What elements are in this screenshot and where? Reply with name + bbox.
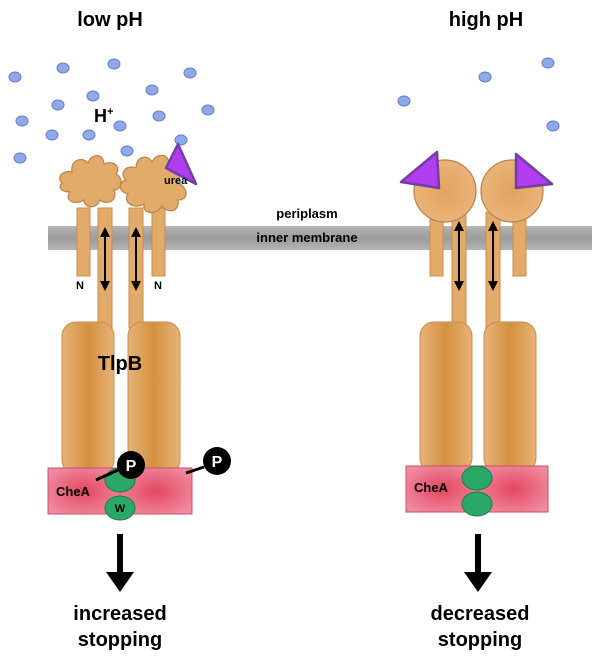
proton-cluster bbox=[8, 58, 215, 164]
output-arrow-head bbox=[106, 572, 134, 592]
membrane-label: inner membrane bbox=[256, 230, 357, 245]
cytoplasmic-domain bbox=[127, 321, 181, 475]
chew-protein bbox=[461, 491, 493, 517]
phospho-bond bbox=[95, 468, 119, 482]
urea-ligand bbox=[514, 152, 554, 190]
phospho-bond bbox=[185, 465, 205, 475]
left-title: low pH bbox=[77, 9, 143, 31]
proton-dot bbox=[152, 110, 166, 122]
proton-dot bbox=[201, 104, 215, 116]
cytoplasmic-domain bbox=[61, 321, 115, 475]
ion-cluster-right bbox=[397, 57, 560, 132]
proton-dot bbox=[82, 129, 96, 141]
cytoplasmic-domain bbox=[483, 321, 537, 473]
phosphate-label: P bbox=[126, 458, 137, 475]
tlpb-receptor-right: CheA bbox=[399, 150, 554, 517]
proton-dot bbox=[15, 115, 29, 127]
urea-label: urea bbox=[164, 175, 188, 187]
phosphate-group bbox=[203, 447, 231, 475]
tlpb-label: TlpB bbox=[98, 353, 142, 375]
outcome-line1-right: decreased bbox=[431, 603, 530, 625]
proton-dot bbox=[397, 95, 411, 107]
outcome-line2-right: stopping bbox=[438, 629, 522, 651]
tlpb-receptor-left: urea N N TlpB CheA W P P bbox=[47, 142, 231, 521]
right-title: high pH bbox=[449, 9, 523, 31]
proton-label: H+ bbox=[94, 106, 113, 126]
periplasmic-domain-unfolded bbox=[59, 155, 122, 208]
proton-dot bbox=[8, 71, 22, 83]
phosphate-group bbox=[117, 451, 145, 479]
chea-label: CheA bbox=[414, 480, 449, 495]
urea-ligand bbox=[164, 142, 198, 186]
chew-protein bbox=[104, 495, 136, 521]
proton-dot bbox=[478, 71, 492, 83]
proton-dot bbox=[45, 129, 59, 141]
proton-dot bbox=[145, 84, 159, 96]
n-terminus-label: N bbox=[76, 280, 84, 292]
periplasm-label: periplasm bbox=[276, 206, 337, 221]
proton-dot bbox=[183, 67, 197, 79]
n-terminus-label: N bbox=[154, 280, 162, 292]
proton-dot bbox=[51, 99, 65, 111]
cytoplasmic-domain bbox=[419, 321, 473, 473]
proton-dot bbox=[13, 152, 27, 164]
proton-dot bbox=[113, 120, 127, 132]
outcome-line1-left: increased bbox=[73, 603, 166, 625]
proton-dot bbox=[174, 134, 188, 146]
tm-helix bbox=[76, 207, 91, 277]
proton-dot bbox=[541, 57, 555, 69]
proton-dot bbox=[86, 90, 100, 102]
proton-dot bbox=[120, 145, 134, 157]
output-arrow-head bbox=[464, 572, 492, 592]
proton-dot bbox=[107, 58, 121, 70]
chew-label: W bbox=[115, 503, 126, 515]
outcome-line2-left: stopping bbox=[78, 629, 162, 651]
chea-label: CheA bbox=[56, 484, 91, 499]
urea-ligand bbox=[399, 150, 441, 190]
tm-helix bbox=[151, 207, 166, 277]
proton-dot bbox=[546, 120, 560, 132]
proton-dot bbox=[56, 62, 70, 74]
phosphate-label: P bbox=[212, 454, 223, 471]
chew-protein bbox=[461, 465, 493, 491]
